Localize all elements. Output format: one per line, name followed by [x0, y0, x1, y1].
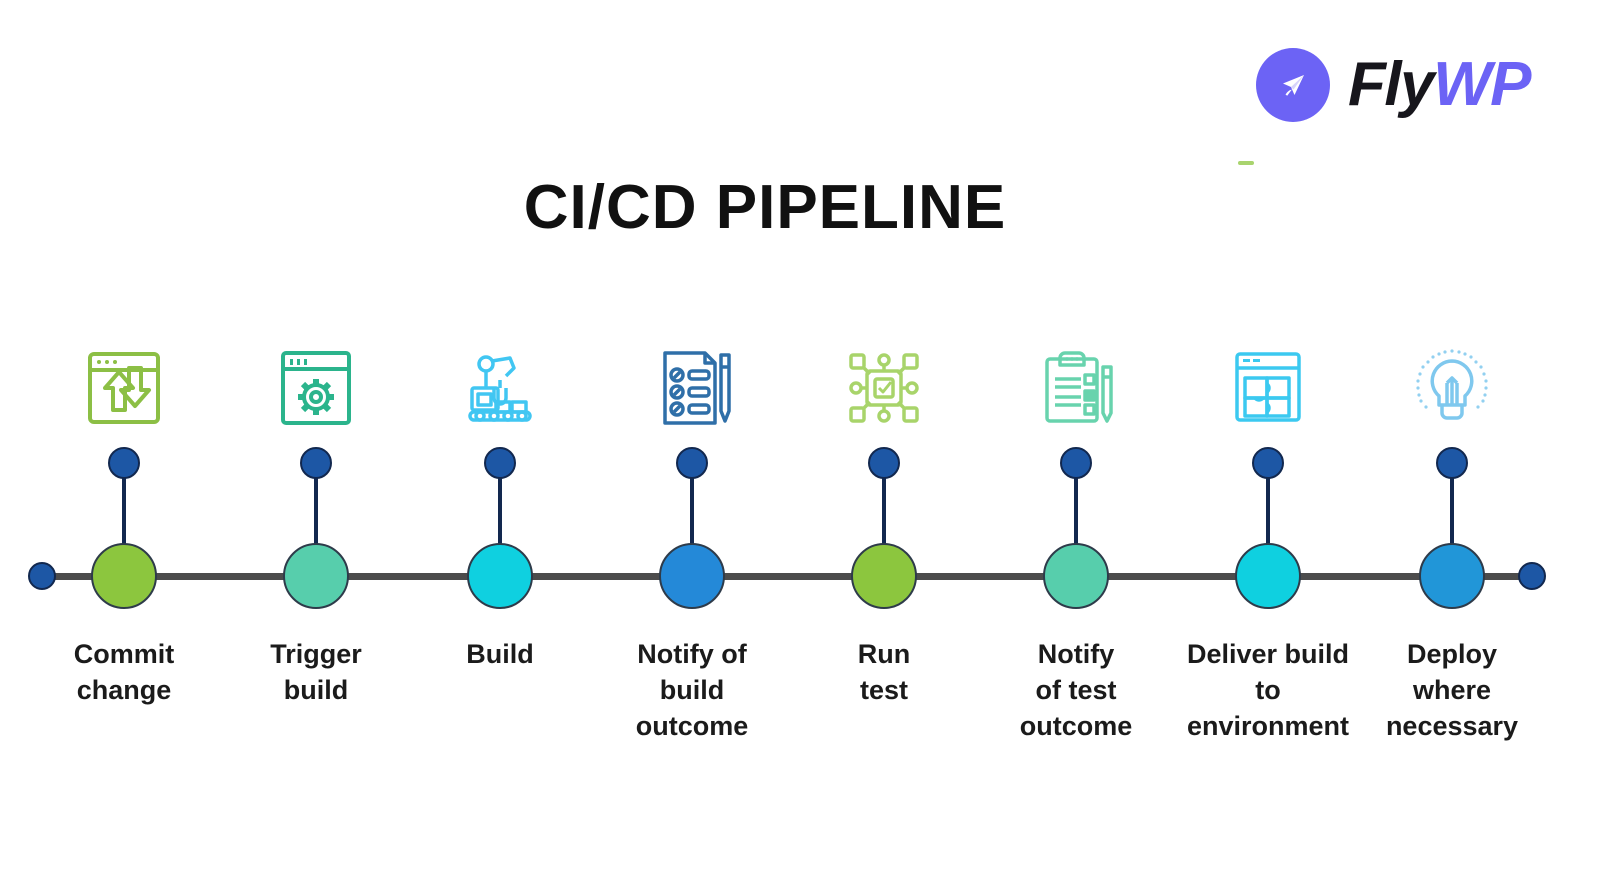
stage-label-line: of test	[1035, 675, 1117, 705]
stage-stem	[1450, 470, 1454, 550]
brand-logo: FlyWP	[1256, 48, 1531, 122]
stage-label-line: Notify	[1037, 639, 1115, 669]
stage-label: Notify of test outcome	[966, 636, 1186, 744]
stage-label-line: environment	[1186, 711, 1350, 741]
stage-label-line: Deliver build	[1186, 639, 1350, 669]
stage-marker-dot	[1436, 447, 1468, 479]
robot-arm-conveyor-icon	[454, 344, 546, 432]
browser-transfer-arrows-icon	[78, 344, 170, 432]
stage-stem	[1266, 470, 1270, 550]
stage-label: Run test	[774, 636, 994, 708]
stage-label-line: Run	[857, 639, 911, 669]
timeline-axis	[42, 573, 1532, 580]
stage-label-line: Notify of	[637, 639, 747, 669]
brand-name-fly: Fly	[1348, 50, 1435, 119]
stage-node-circle[interactable]	[1043, 543, 1109, 609]
stage-label: Deploy where necessary	[1342, 636, 1562, 744]
brand-wordmark: FlyWP	[1348, 54, 1531, 116]
stage-stem	[690, 470, 694, 550]
stage-stem	[498, 470, 502, 550]
stage-label-line: change	[76, 675, 172, 705]
stage-node-circle[interactable]	[1235, 543, 1301, 609]
checklist-pen-icon	[646, 344, 738, 432]
stage-label-line: Commit	[73, 639, 175, 669]
paper-plane-icon	[1256, 48, 1330, 122]
stage-label-line: outcome	[635, 711, 749, 741]
stage-label: Commit change	[14, 636, 234, 708]
stage-marker-dot	[1060, 447, 1092, 479]
stage-node-circle[interactable]	[467, 543, 533, 609]
chip-check-icon	[838, 344, 930, 432]
stage-label-line: test	[859, 675, 908, 705]
stage-stem	[314, 470, 318, 550]
browser-gear-icon	[270, 344, 362, 432]
stage-label-line: Trigger	[270, 639, 362, 669]
stage-label-line: outcome	[1019, 711, 1133, 741]
stage-marker-dot	[484, 447, 516, 479]
page-title: CI/CD PIPELINE	[523, 173, 1007, 242]
stage-node-circle[interactable]	[1419, 543, 1485, 609]
stage-node-circle[interactable]	[659, 543, 725, 609]
stage-marker-dot	[868, 447, 900, 479]
stage-label-line: build	[659, 675, 725, 705]
stage-marker-dot	[1252, 447, 1284, 479]
stage-label-line: to	[1255, 675, 1281, 705]
lightbulb-idea-icon	[1406, 344, 1498, 432]
timeline-end-dot	[1518, 562, 1546, 590]
stage-node-circle[interactable]	[851, 543, 917, 609]
stage-label-line: Deploy	[1406, 639, 1498, 669]
decorative-dash	[1238, 161, 1254, 165]
stage-marker-dot	[108, 447, 140, 479]
stage-stem	[122, 470, 126, 550]
stage-marker-dot	[300, 447, 332, 479]
stage-node-circle[interactable]	[283, 543, 349, 609]
stage-stem	[1074, 470, 1078, 550]
stage-label: Trigger build	[206, 636, 426, 708]
stage-label: Notify of build outcome	[582, 636, 802, 744]
stage-node-circle[interactable]	[91, 543, 157, 609]
timeline-start-dot	[28, 562, 56, 590]
stage-label: Deliver build to environment	[1158, 636, 1378, 744]
browser-puzzle-icon	[1222, 344, 1314, 432]
brand-name-wp: WP	[1433, 50, 1531, 119]
stage-stem	[882, 470, 886, 550]
stage-label-line: where	[1412, 675, 1492, 705]
stage-label-line: Build	[466, 639, 534, 669]
stage-label: Build	[390, 636, 610, 672]
clipboard-pen-icon	[1030, 344, 1122, 432]
stage-label-line: build	[283, 675, 349, 705]
stage-marker-dot	[676, 447, 708, 479]
stage-label-line: necessary	[1385, 711, 1519, 741]
